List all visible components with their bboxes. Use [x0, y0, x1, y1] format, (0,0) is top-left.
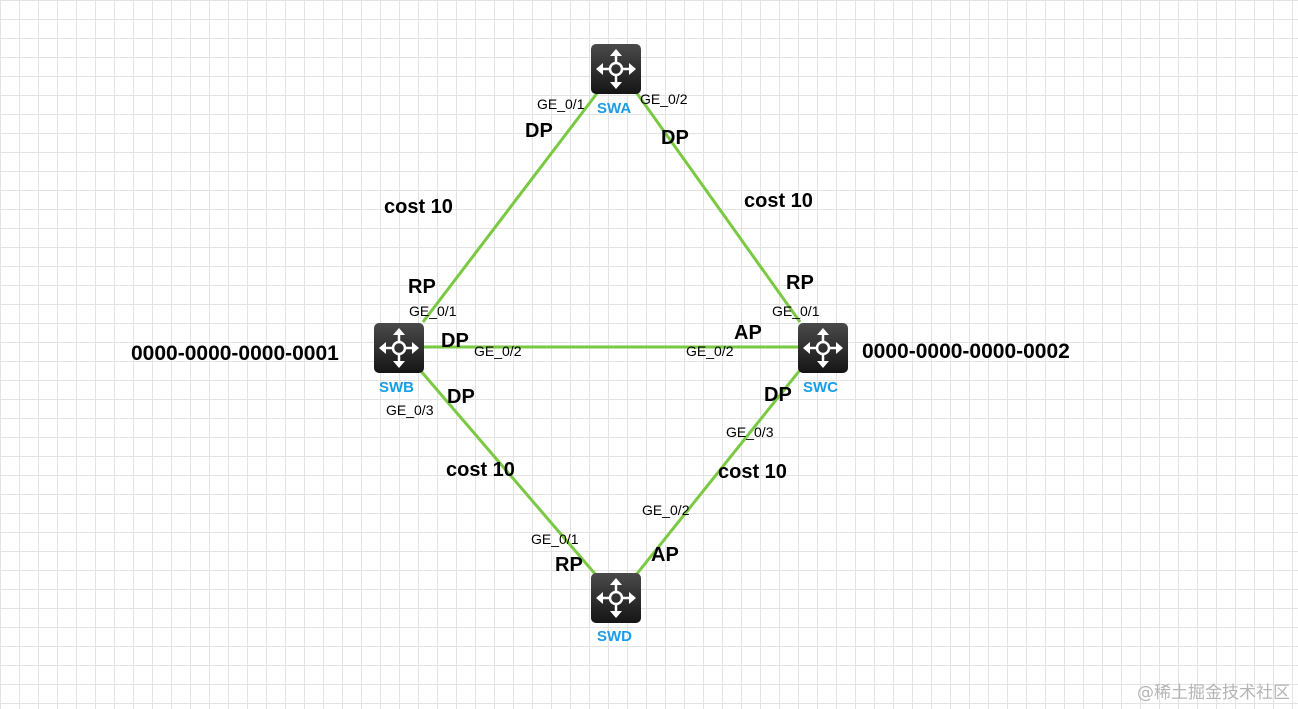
- bridge-id-swb: 0000-0000-0000-0001: [131, 342, 339, 365]
- port-label: GE_0/1: [537, 96, 585, 112]
- port-role-label: RP: [555, 554, 583, 576]
- switch-icon: [591, 573, 641, 623]
- port-role-label: DP: [764, 384, 792, 406]
- link-swa-swb: [421, 91, 600, 323]
- link-swc-swd: [634, 369, 802, 576]
- switch-icon: [591, 44, 641, 94]
- switch-icon: [374, 323, 424, 373]
- switch-swc[interactable]: [798, 323, 848, 373]
- device-name-swa: SWA: [597, 100, 632, 117]
- port-role-label: AP: [734, 322, 762, 344]
- device-name-swb: SWB: [379, 379, 414, 396]
- port-label: GE_0/1: [772, 303, 820, 319]
- port-label: GE_0/2: [474, 343, 522, 359]
- port-role-label: DP: [441, 330, 469, 352]
- switch-swb[interactable]: [374, 323, 424, 373]
- port-label: GE_0/2: [686, 343, 734, 359]
- port-role-label: DP: [447, 386, 475, 408]
- port-label: GE_0/3: [726, 424, 774, 440]
- port-role-label: DP: [661, 127, 689, 149]
- port-label: GE_0/1: [531, 531, 579, 547]
- device-name-swd: SWD: [597, 628, 632, 645]
- switch-swa[interactable]: [591, 44, 641, 94]
- port-label: GE_0/2: [640, 91, 688, 107]
- link-cost-label: cost 10: [384, 196, 453, 218]
- link-swa-swc: [634, 91, 802, 323]
- port-role-label: RP: [408, 276, 436, 298]
- port-role-label: AP: [651, 544, 679, 566]
- link-swb-swd: [418, 369, 598, 576]
- port-role-label: RP: [786, 272, 814, 294]
- link-cost-label: cost 10: [446, 459, 515, 481]
- watermark: @稀土掘金技术社区: [1137, 683, 1290, 703]
- link-cost-label: cost 10: [718, 461, 787, 483]
- port-label: GE_0/1: [409, 303, 457, 319]
- port-label: GE_0/3: [386, 402, 434, 418]
- port-label: GE_0/2: [642, 502, 690, 518]
- device-name-swc: SWC: [803, 379, 838, 396]
- switch-swd[interactable]: [591, 573, 641, 623]
- port-role-label: DP: [525, 120, 553, 142]
- link-cost-label: cost 10: [744, 190, 813, 212]
- switch-icon: [798, 323, 848, 373]
- bridge-id-swc: 0000-0000-0000-0002: [862, 340, 1070, 363]
